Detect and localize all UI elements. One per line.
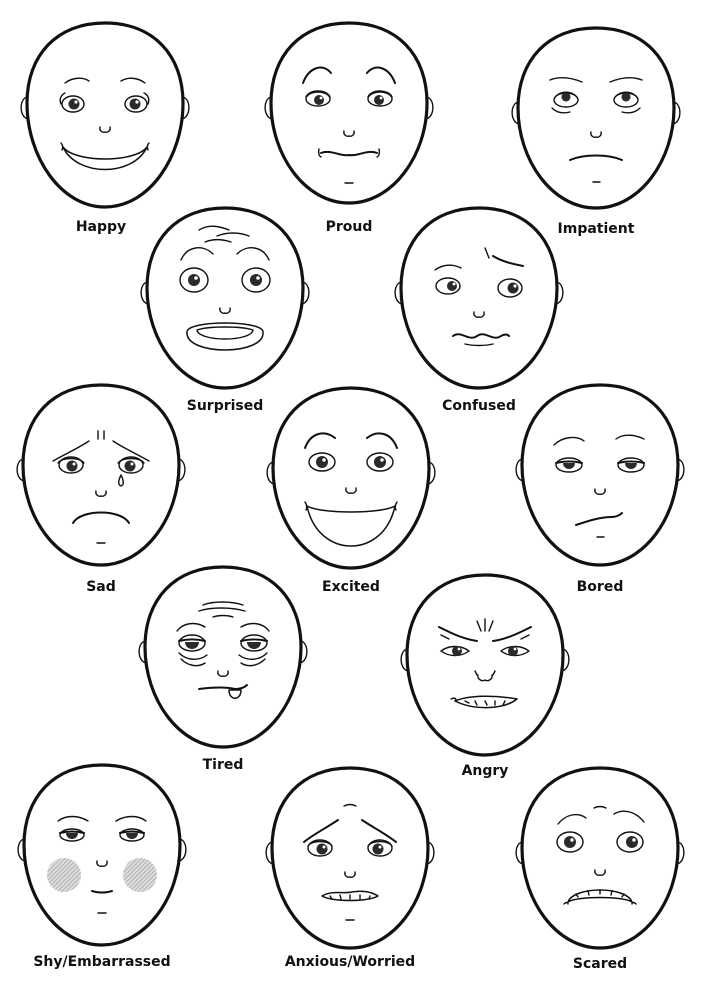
face-excited [266, 386, 436, 570]
face-sad [16, 383, 186, 567]
face-tired [138, 565, 308, 749]
label-tired: Tired [203, 757, 244, 773]
label-impatient: Impatient [558, 221, 635, 237]
blush-right [123, 858, 157, 892]
label-sad: Sad [86, 579, 116, 595]
face-angry [400, 573, 570, 757]
label-anxious-worried: Anxious/Worried [285, 954, 415, 970]
label-confused: Confused [442, 398, 516, 414]
face-surprised [140, 206, 310, 390]
label-scared: Scared [573, 956, 627, 972]
face-shy-embarrassed [17, 763, 187, 947]
face-impatient [511, 26, 681, 210]
blush-left [47, 858, 81, 892]
face-anxious-worried [265, 766, 435, 950]
face-bored [515, 383, 685, 567]
face-scared [515, 766, 685, 950]
face-happy [20, 21, 190, 209]
label-shy-embarrassed: Shy/Embarrassed [33, 954, 170, 970]
label-surprised: Surprised [187, 398, 264, 414]
label-happy: Happy [76, 219, 126, 235]
label-proud: Proud [326, 219, 373, 235]
label-bored: Bored [577, 579, 624, 595]
label-angry: Angry [462, 763, 509, 779]
face-confused [394, 206, 564, 390]
label-excited: Excited [322, 579, 380, 595]
face-proud [264, 21, 434, 205]
